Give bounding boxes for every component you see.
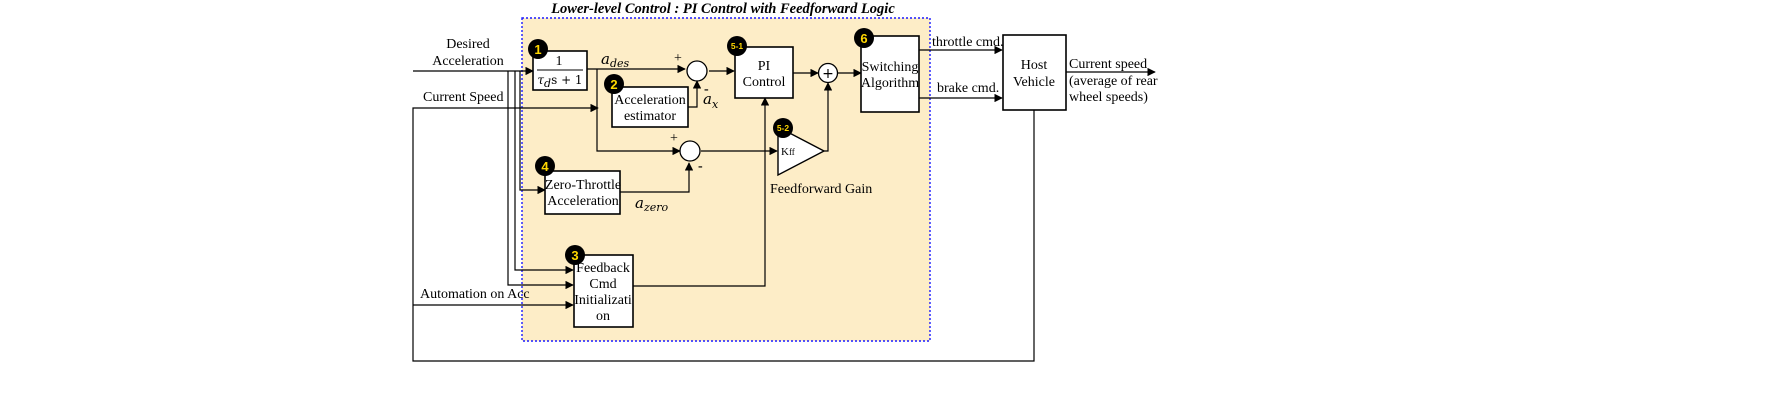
- feedforward-gain-caption: Feedforward Gain: [770, 182, 872, 197]
- feedback-init-line4: on: [596, 309, 610, 324]
- wire-a-des-branch: [596, 69, 681, 156]
- svg-text:5-1: 5-1: [731, 41, 744, 51]
- sum-junction-output: [817, 62, 839, 84]
- input-desired-label-2: Acceleration: [432, 54, 504, 69]
- input-automation-label: Automation on Acc: [420, 287, 530, 302]
- zero-throttle-line2: Acceleration: [547, 194, 619, 209]
- switching-line2: Algorithm: [861, 76, 919, 91]
- signal-a-zero: azero: [635, 194, 669, 214]
- feedforward-gain-block: [777, 125, 826, 177]
- badge-3: 3: [565, 245, 585, 265]
- svg-text:5-2: 5-2: [777, 123, 790, 133]
- host-vehicle-line1: Host: [1021, 58, 1048, 73]
- feedback-init-line3: Initializati: [574, 293, 632, 308]
- wire-branch-2: [514, 71, 574, 275]
- wire-a-zero: [620, 162, 694, 193]
- output-label-1: Current speed: [1069, 57, 1147, 72]
- switching-line1: Switching: [862, 60, 919, 75]
- svg-text:1: 1: [534, 42, 541, 57]
- host-vehicle-line2: Vehicle: [1013, 75, 1055, 90]
- filter-denominator: τds + 1: [537, 73, 582, 90]
- zero-throttle-line1: Zero-Throttle: [545, 178, 621, 193]
- pi-control-block: [734, 46, 794, 99]
- wire-branch-3: [519, 71, 546, 195]
- input-current-speed-label: Current Speed: [423, 90, 503, 105]
- badge-4: 4: [535, 156, 555, 176]
- pi-control-line1: PI: [758, 59, 771, 74]
- badge-5-1: 5-1: [727, 36, 747, 56]
- acceleration-estimator-block: [611, 86, 689, 128]
- wire-current-speed: [412, 103, 1035, 362]
- output-label-2: (average of rear: [1069, 74, 1158, 89]
- sum-junction-feedforward: [679, 140, 701, 162]
- badge-6: 6: [854, 28, 874, 48]
- output-label-3: wheel speeds): [1069, 90, 1148, 105]
- switching-block: [860, 35, 920, 113]
- svg-text:3: 3: [571, 248, 578, 263]
- signal-a-des: ades: [601, 50, 630, 70]
- diagram-title: Lower-level Control : PI Control with Fe…: [550, 1, 895, 17]
- sign-minus-error: -: [704, 82, 709, 97]
- badge-5-2: 5-2: [773, 118, 793, 138]
- acceleration-estimator-line2: estimator: [624, 109, 676, 124]
- signal-brake-cmd: brake cmd.: [937, 81, 999, 96]
- sign-plus-error: +: [674, 51, 682, 66]
- wire-branch-1: [507, 71, 574, 290]
- sum-output-plus: +: [822, 66, 834, 82]
- feedback-init-block: [573, 254, 634, 328]
- signal-a-x: ax: [703, 90, 719, 111]
- svg-text:2: 2: [610, 77, 617, 92]
- sign-minus-feedforward: -: [698, 159, 703, 174]
- host-vehicle-block: [1002, 34, 1067, 111]
- acceleration-estimator-line1: Acceleration: [614, 93, 686, 108]
- filter-numerator: 1: [556, 54, 563, 69]
- sum-junction-error: [686, 60, 708, 82]
- pi-control-line2: Control: [743, 75, 786, 90]
- badge-1: 1: [528, 39, 548, 59]
- feedforward-gain-label: Kff: [781, 146, 795, 158]
- zero-throttle-block: [544, 170, 621, 215]
- wire-a-x: [688, 80, 702, 108]
- svg-text:6: 6: [860, 31, 867, 46]
- feedback-init-line1: Feedback: [576, 261, 630, 276]
- signal-throttle-cmd: throttle cmd.: [932, 35, 1004, 50]
- input-desired-label-1: Desired: [446, 37, 490, 52]
- feedback-init-line2: Cmd: [589, 277, 616, 292]
- svg-text:4: 4: [541, 159, 549, 174]
- badge-2: 2: [604, 74, 624, 94]
- sign-plus-feedforward: +: [670, 131, 678, 146]
- wire-init: [633, 97, 770, 287]
